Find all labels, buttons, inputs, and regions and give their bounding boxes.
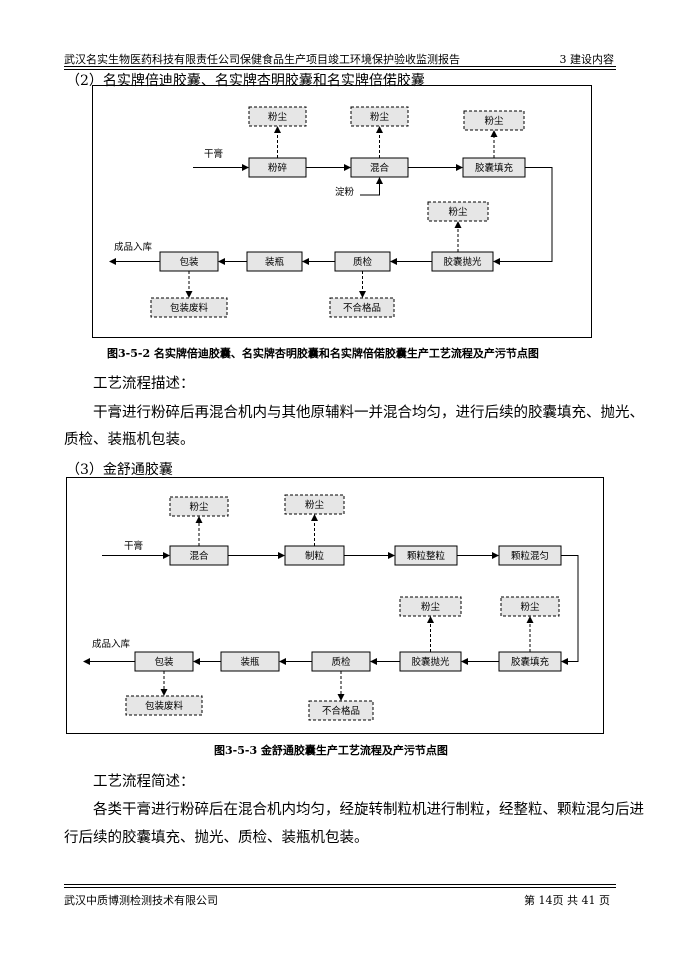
pollutant-dust-3: 粉尘 bbox=[463, 110, 525, 131]
svg-text:粉碎: 粉碎 bbox=[268, 162, 288, 174]
node-pack: 包装 bbox=[134, 651, 194, 672]
svg-text:胶囊抛光: 胶囊抛光 bbox=[411, 656, 450, 668]
diagram-figure-3-5-2: 粉碎 混合 胶囊填充 胶囊抛光 质检 装瓶 包装 粉尘 粉尘 粉尘 粉尘 不合格… bbox=[92, 85, 592, 338]
svg-text:胶囊抛光: 胶囊抛光 bbox=[443, 256, 482, 268]
svg-text:质检: 质检 bbox=[353, 256, 373, 268]
label-starch: 淀粉 bbox=[335, 186, 355, 198]
pollutant-dust-3: 粉尘 bbox=[399, 596, 462, 617]
node-polish: 胶囊抛光 bbox=[431, 251, 494, 272]
node-inspect: 质检 bbox=[311, 651, 371, 672]
node-granulate: 制粒 bbox=[284, 545, 345, 566]
svg-text:混合: 混合 bbox=[370, 162, 390, 174]
node-pack: 包装 bbox=[159, 251, 219, 272]
svg-text:胶囊填充: 胶囊填充 bbox=[475, 162, 514, 174]
desc-line-2a: 干膏进行粉碎后再混合机内与其他原辅料一并混合均匀，进行后续的胶囊填充、抛光、 bbox=[93, 405, 644, 421]
svg-text:粉尘: 粉尘 bbox=[189, 501, 209, 513]
pollutant-dust-2: 粉尘 bbox=[350, 106, 409, 127]
node-bottle: 装瓶 bbox=[246, 251, 303, 272]
svg-text:粉尘: 粉尘 bbox=[484, 115, 504, 127]
node-mix: 混合 bbox=[350, 157, 409, 178]
arrow-starch bbox=[360, 177, 383, 196]
svg-text:混合: 混合 bbox=[189, 550, 209, 562]
desc-title-3: 工艺流程简述： bbox=[93, 774, 195, 790]
pollutant-pack-waste: 包装废料 bbox=[150, 297, 228, 318]
desc-line-2b: 质检、装瓶机包装。 bbox=[64, 432, 195, 448]
node-blend: 颗粒混匀 bbox=[498, 545, 562, 566]
node-fill: 胶囊填充 bbox=[498, 651, 562, 672]
arrow-fill-polish bbox=[493, 167, 553, 265]
node-polish: 胶囊抛光 bbox=[399, 651, 462, 672]
svg-text:粉尘: 粉尘 bbox=[305, 499, 325, 511]
svg-text:颗粒整粒: 颗粒整粒 bbox=[407, 550, 446, 562]
footer-company: 武汉中质博测检测技术有限公司 bbox=[64, 894, 218, 907]
header-title: 武汉名实生物医药科技有限责任公司保健食品生产项目竣工环境保护验收监测报告 bbox=[64, 53, 460, 66]
svg-text:胶囊填充: 胶囊填充 bbox=[511, 656, 550, 668]
pollutant-dust-1: 粉尘 bbox=[169, 496, 229, 517]
svg-text:不合格品: 不合格品 bbox=[343, 302, 381, 314]
svg-text:包装废料: 包装废料 bbox=[145, 700, 184, 712]
svg-text:粉尘: 粉尘 bbox=[370, 111, 390, 123]
footer-rule bbox=[64, 887, 616, 888]
desc-line-3a: 各类干膏进行粉碎后在混合机内均匀，经旋转制粒机进行制粒，经整粒、颗粒混匀后进 bbox=[93, 802, 644, 818]
node-mix: 混合 bbox=[169, 545, 229, 566]
pollutant-reject: 不合格品 bbox=[308, 700, 374, 721]
svg-text:质检: 质检 bbox=[331, 656, 351, 668]
diagram-frame bbox=[66, 477, 604, 734]
svg-text:包装废料: 包装废料 bbox=[170, 302, 209, 314]
label-input: 干膏 bbox=[124, 540, 143, 552]
diagram-frame bbox=[92, 85, 592, 338]
pollutant-dust-2: 粉尘 bbox=[284, 494, 345, 515]
svg-text:装瓶: 装瓶 bbox=[240, 656, 260, 668]
svg-text:不合格品: 不合格品 bbox=[322, 705, 360, 717]
header-rule bbox=[64, 66, 616, 67]
pollutant-dust-1: 粉尘 bbox=[248, 106, 307, 127]
svg-text:粉尘: 粉尘 bbox=[520, 601, 540, 613]
pollutant-dust-4: 粉尘 bbox=[500, 596, 560, 617]
diagram-figure-3-5-3: 混合 制粒 颗粒整粒 颗粒混匀 胶囊填充 胶囊抛光 质检 装瓶 包装 粉尘 粉尘… bbox=[66, 477, 604, 734]
header-rule-thin bbox=[64, 69, 616, 70]
footer-page-number: 第 14页 共 41 页 bbox=[524, 894, 610, 907]
node-fill: 胶囊填充 bbox=[462, 157, 526, 178]
node-bottle: 装瓶 bbox=[220, 651, 280, 672]
section-3-heading: （3）金舒通胶囊 bbox=[66, 462, 173, 478]
svg-text:装瓶: 装瓶 bbox=[265, 256, 285, 268]
svg-text:包装: 包装 bbox=[179, 256, 199, 268]
svg-text:包装: 包装 bbox=[154, 656, 174, 668]
label-output: 成品入库 bbox=[114, 241, 153, 253]
desc-title-2: 工艺流程描述： bbox=[93, 376, 195, 392]
arrow-blend-fill bbox=[561, 555, 579, 665]
pollutant-reject: 不合格品 bbox=[329, 297, 395, 318]
svg-text:制粒: 制粒 bbox=[305, 550, 325, 562]
header-chapter: 3 建设内容 bbox=[559, 53, 615, 66]
node-crush: 粉碎 bbox=[248, 157, 307, 178]
label-output: 成品入库 bbox=[92, 638, 131, 650]
footer-rule-thin bbox=[64, 884, 616, 885]
figure-caption-3-5-2: 图3-5-2 名实牌倍迪胶囊、名实牌杏明胶囊和名实牌倍偌胶囊生产工艺流程及产污节… bbox=[107, 347, 539, 360]
svg-text:粉尘: 粉尘 bbox=[268, 111, 288, 123]
node-size: 颗粒整粒 bbox=[394, 545, 458, 566]
pollutant-pack-waste: 包装废料 bbox=[125, 695, 203, 716]
pollutant-dust-4: 粉尘 bbox=[427, 201, 489, 222]
figure-caption-3-5-3: 图3-5-3 金舒通胶囊生产工艺流程及产污节点图 bbox=[214, 744, 448, 757]
svg-text:颗粒混匀: 颗粒混匀 bbox=[511, 550, 549, 562]
node-inspect: 质检 bbox=[334, 251, 391, 272]
svg-text:粉尘: 粉尘 bbox=[421, 601, 441, 613]
svg-text:粉尘: 粉尘 bbox=[448, 206, 468, 218]
label-input: 干膏 bbox=[204, 148, 223, 160]
desc-line-3b: 行后续的胶囊填充、抛光、质检、装瓶机包装。 bbox=[64, 830, 369, 846]
